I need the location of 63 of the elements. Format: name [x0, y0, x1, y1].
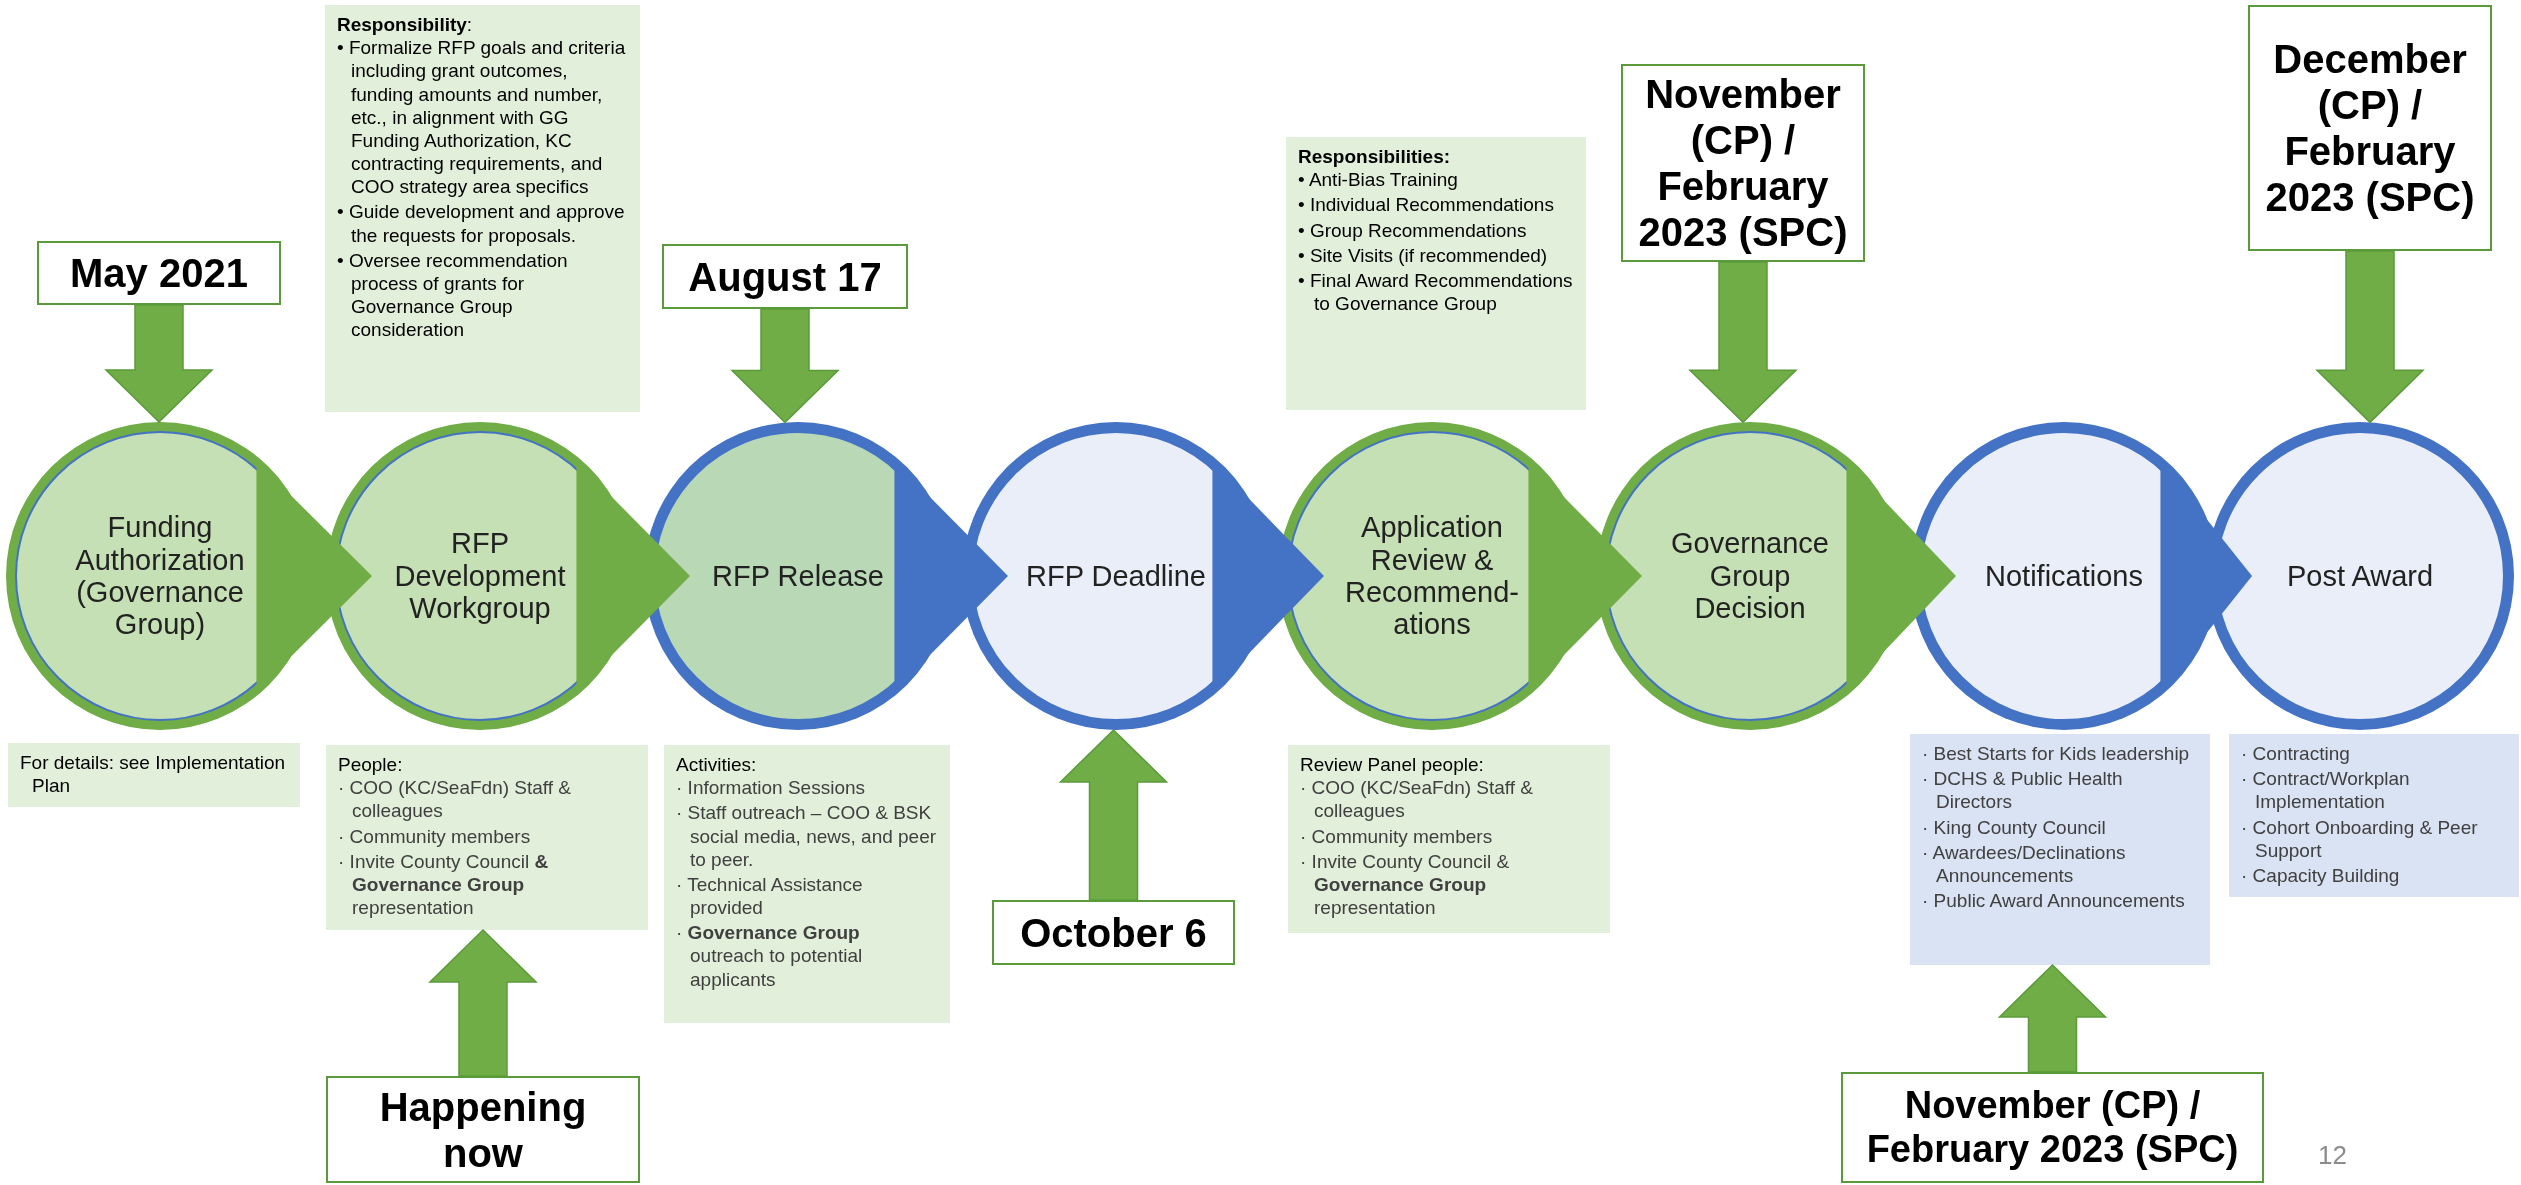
box-heading: Review Panel people: — [1300, 753, 1485, 777]
bullet-item: · Awardees/Declinations Announcements — [1922, 840, 2127, 888]
box-heading: Responsibilities: — [1298, 145, 1452, 169]
date-label: December (CP) / February 2023 (SPC) — [2264, 36, 2476, 220]
bullet-item: · Cohort Onboarding & Peer Support — [2241, 815, 2479, 862]
bullet-item: • Formalize RFP goals and criteria including grant outcomes, funding amounts and number, etc., in alignment with GG Funding Authorization, KC contracting requirements, and COO strategy area specifics — [337, 36, 627, 199]
bullet-item: • Site Visits (if recommended) — [1298, 243, 1549, 267]
date-box — [662, 244, 908, 309]
date-box — [1841, 1072, 2264, 1183]
bullet-item: · Information Sessions — [676, 776, 867, 800]
bullet-item: • Guide development and approve the requests for proposals. — [337, 200, 626, 247]
info-box — [664, 745, 950, 1023]
block-arrow — [1997, 963, 2108, 1073]
date-box — [1621, 64, 1865, 262]
bullet-item: · Governance Group outreach to potential applicants — [676, 921, 864, 991]
bullet-item: • Final Award Recommendations to Governance Group — [1298, 268, 1574, 316]
info-box — [325, 5, 640, 412]
bullet-item: · Contracting — [2241, 742, 2351, 766]
block-arrow — [428, 928, 538, 1077]
block-arrow — [104, 304, 214, 424]
bullet-item: · Technical Assistance provided — [676, 872, 864, 920]
bullet-item: · COO (KC/SeaFdn) Staff & colleagues — [1300, 776, 1534, 823]
bullet-item: • Oversee recommendation process of grants for Governance Group consideration — [337, 248, 569, 342]
bullet-item: • Individual Recommendations — [1298, 193, 1555, 217]
box-heading: People: — [338, 753, 404, 777]
info-box — [1286, 137, 1586, 410]
block-arrow — [730, 308, 840, 424]
date-box — [37, 241, 281, 305]
bullet-item: · DCHS & Public Health Directors — [1922, 767, 2124, 814]
bullet-item: · Community members — [1300, 824, 1494, 848]
bullet-item: · Capacity Building — [2241, 863, 2401, 888]
bullet-item: · COO (KC/SeaFdn) Staff & colleagues — [338, 776, 572, 823]
box-heading: Responsibility: — [337, 13, 474, 37]
info-box — [1910, 734, 2210, 965]
bullet-item: • Anti-Bias Training — [1298, 168, 1459, 192]
date-label: May 2021 — [70, 250, 248, 296]
date-label: November (CP) / February 2023 (SPC) — [1637, 71, 1849, 255]
info-box — [2229, 734, 2519, 897]
date-box — [992, 900, 1235, 965]
date-label: October 6 — [1020, 909, 1207, 956]
box-heading: Activities: — [676, 753, 758, 777]
bullet-item: · Staff outreach – COO & BSK social media, news, and peer to peer. — [676, 801, 938, 871]
bullet-item: · Invite County Council & Governance Group representation — [338, 849, 550, 920]
bullet-item: • Group Recommendations — [1298, 218, 1528, 242]
date-label: August 17 — [688, 253, 882, 300]
block-arrow — [2315, 250, 2425, 424]
bullet-item: · Community members — [338, 824, 532, 848]
bullet-item: · Public Award Announcements — [1922, 889, 2186, 913]
bullet-item: · Contract/Workplan Implementation — [2241, 767, 2411, 814]
block-arrow — [1688, 261, 1798, 424]
note-text: For details: see Implementation Plan — [20, 751, 287, 798]
info-box — [326, 745, 648, 930]
page-number: 12 — [2318, 1140, 2347, 1171]
info-box — [1288, 745, 1610, 933]
date-box — [2248, 5, 2492, 251]
date-label: Happening now — [378, 1083, 588, 1176]
date-label: November (CP) / February 2023 (SPC) — [1865, 1083, 2240, 1172]
bullet-item: · King County Council — [1922, 815, 2107, 839]
bullet-item: · Invite County Council & Governance Group representation — [1300, 849, 1511, 920]
block-arrow — [1058, 728, 1169, 901]
info-box — [8, 743, 300, 807]
date-box — [326, 1076, 640, 1183]
bullet-item: · Best Starts for Kids leadership — [1922, 742, 2191, 766]
